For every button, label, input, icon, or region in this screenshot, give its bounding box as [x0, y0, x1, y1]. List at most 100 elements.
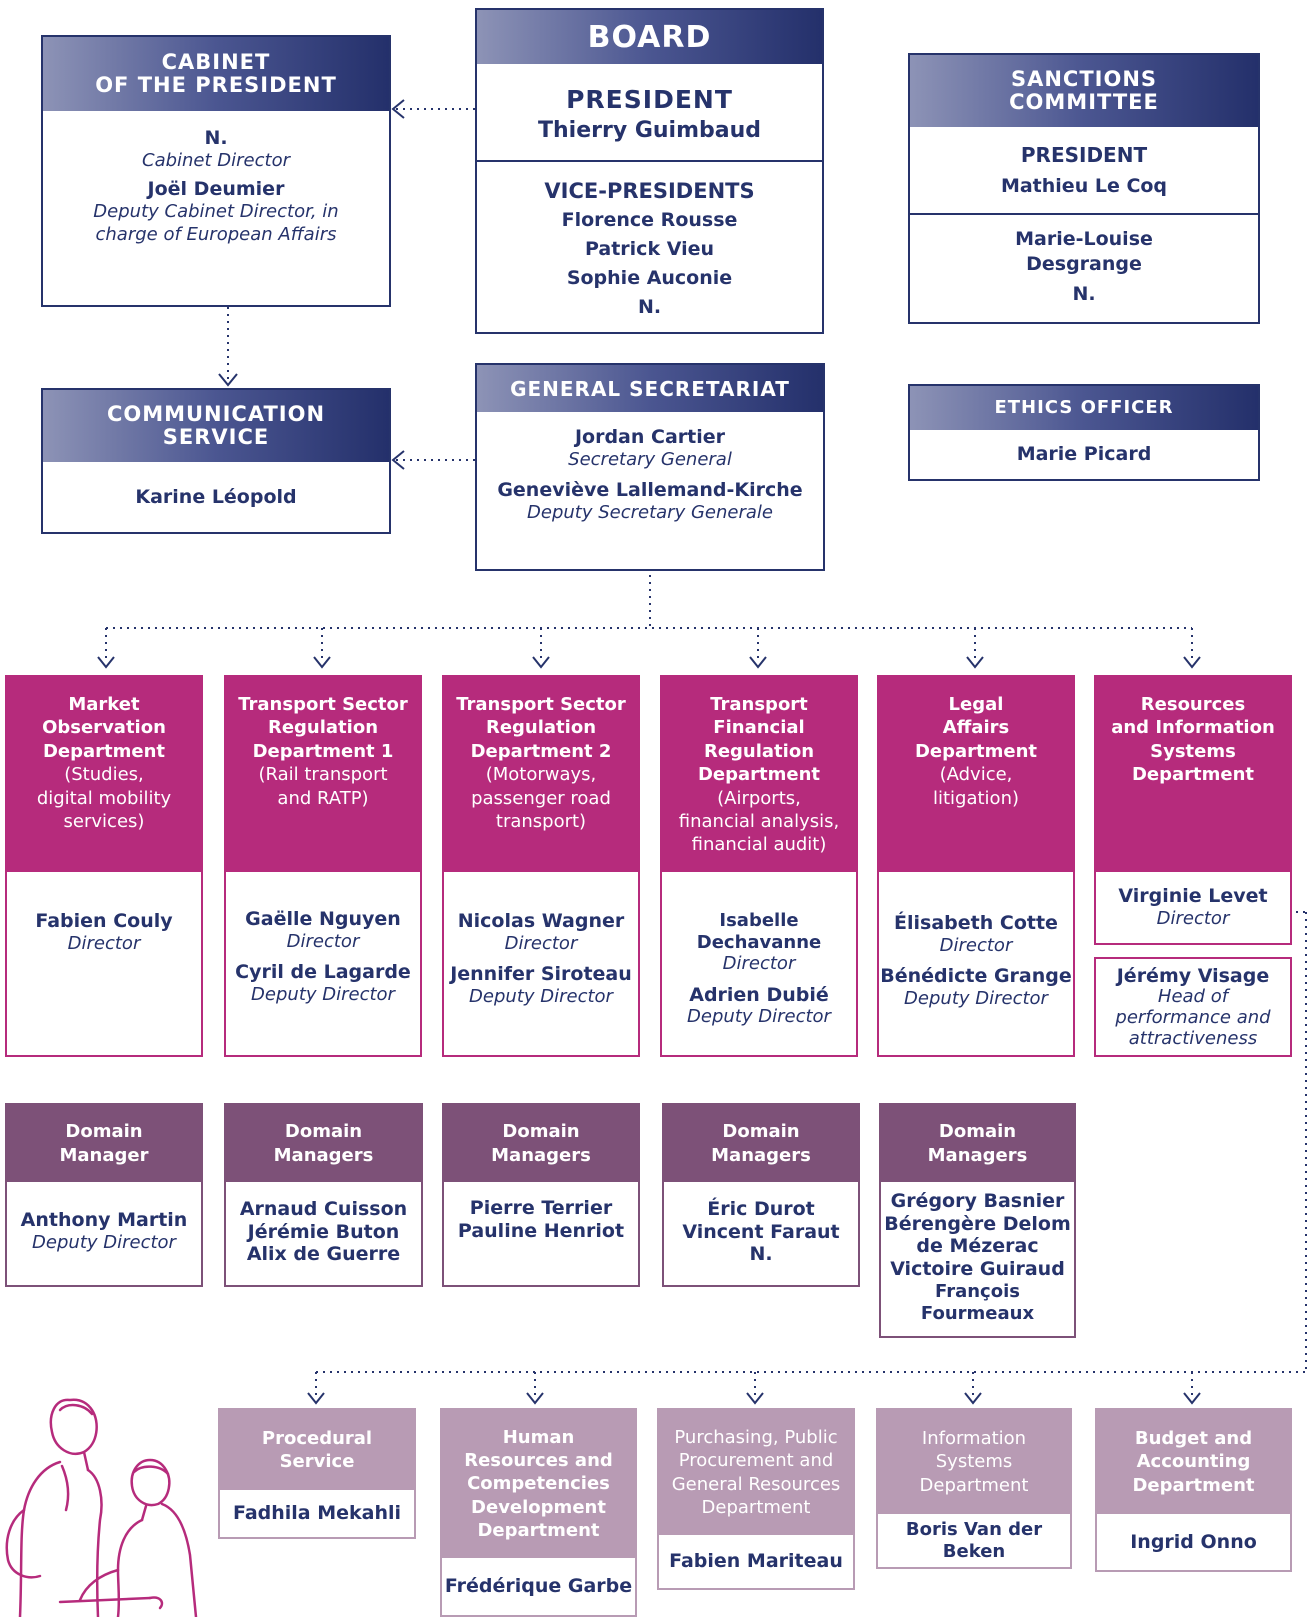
- domain-manager-name: Bérengère Delom: [884, 1212, 1071, 1235]
- department-box-market-observation: Market Observation Department (Studies, …: [5, 675, 203, 1057]
- department-body: Isabelle Dechavanne Director Adrien Dubi…: [662, 872, 856, 1029]
- service-body: Ingrid Onno: [1097, 1514, 1290, 1570]
- department-body: Nicolas Wagner Director Jennifer Sirotea…: [444, 872, 638, 1009]
- cabinet-member2-role-line1: Deputy Cabinet Director, in: [93, 201, 339, 223]
- sanctions-president-label: PRESIDENT: [1020, 142, 1148, 167]
- sanctions-member2: N.: [1072, 283, 1096, 306]
- department-title-line: Financial: [713, 717, 805, 739]
- department-subtitle-line: (Rail transport: [258, 764, 388, 786]
- department-title-line: Transport Sector: [456, 694, 626, 715]
- ethics-body: Marie Picard: [910, 430, 1258, 479]
- service-title-line: Accounting: [1136, 1451, 1251, 1473]
- board-president-label: PRESIDENT: [566, 85, 733, 114]
- board-president-section: PRESIDENT Thierry Guimbaud: [477, 64, 822, 162]
- general-secretariat-box: GENERAL SECRETARIAT Jordan Cartier Secre…: [475, 363, 825, 571]
- domain-manager-title-line: Domain: [65, 1121, 143, 1143]
- communication-header: COMMUNICATION SERVICE: [43, 390, 389, 462]
- department-subtitle-line: and RATP): [277, 787, 369, 809]
- department-person-name: Jennifer Siroteau: [450, 963, 632, 986]
- service-title-line: Department: [919, 1474, 1029, 1496]
- service-title-line: Procedural: [261, 1427, 373, 1449]
- sanctions-header: SANCTIONS COMMITTEE: [910, 55, 1258, 127]
- domain-manager-box: Domain Manager Anthony Martin Deputy Dir…: [5, 1103, 203, 1287]
- domain-manager-name: Éric Durot: [707, 1197, 815, 1220]
- sanctions-title-line2: COMMITTEE: [1009, 90, 1159, 114]
- department-title-line: Legal: [948, 694, 1004, 715]
- department-body: Élisabeth Cotte Director Bénédicte Grang…: [879, 872, 1073, 1011]
- service-title-line: Information: [921, 1427, 1027, 1449]
- board-header: BOARD: [477, 10, 822, 64]
- department-person-role: Deputy Director: [469, 986, 613, 1008]
- department-box-transport-sector-1: Transport Sector Regulation Department 1…: [224, 675, 422, 1057]
- service-title-line: General Resources: [671, 1473, 841, 1495]
- ethics-title: ETHICS OFFICER: [994, 397, 1174, 419]
- domain-manager-header: Domain Managers: [881, 1105, 1074, 1182]
- department-title-line: Transport Sector: [238, 694, 408, 715]
- department-person-role: Director: [1156, 907, 1230, 929]
- domain-manager-body: Grégory Basnier Bérengère Delom de Mézer…: [881, 1182, 1074, 1332]
- department-title-line: Department: [697, 764, 821, 786]
- department-subtitle-line: (Studies,: [64, 764, 144, 786]
- department-person-name: Nicolas Wagner: [457, 910, 625, 932]
- ethics-name: Marie Picard: [1016, 443, 1152, 466]
- department-box-legal-affairs: Legal Affairs Department (Advice, litiga…: [877, 675, 1075, 1057]
- domain-manager-header: Domain Managers: [664, 1105, 858, 1182]
- department-title-line: Transport: [710, 694, 808, 715]
- domain-manager-body: Arnaud Cuisson Jérémie Buton Alix de Gue…: [226, 1182, 421, 1282]
- resources-extra-role-line: performance and: [1115, 1007, 1271, 1029]
- department-title-line: Regulation: [267, 717, 379, 739]
- department-subtitle-line: (Motorways,: [485, 764, 597, 786]
- resources-extra-role-line: attractiveness: [1128, 1027, 1258, 1049]
- sanctions-member1-line1: Marie-Louise: [1015, 227, 1153, 250]
- domain-manager-box: Domain Managers Pierre Terrier Pauline H…: [442, 1103, 640, 1287]
- communication-box: COMMUNICATION SERVICE Karine Léopold: [41, 388, 391, 534]
- service-body: Boris Van der Beken: [878, 1514, 1070, 1567]
- resources-extra-box: Jérémy Visage Head of performance and at…: [1094, 957, 1292, 1057]
- department-subtitle-line: passenger road: [471, 787, 611, 809]
- domain-manager-title-line: Managers: [927, 1144, 1028, 1166]
- department-body: Fabien Couly Director: [7, 872, 201, 955]
- domain-manager-name: N.: [749, 1243, 773, 1266]
- department-person-name: Élisabeth Cotte: [894, 912, 1058, 934]
- sanctions-title-line1: SANCTIONS: [1010, 66, 1158, 91]
- domain-manager-body: Pierre Terrier Pauline Henriot: [444, 1182, 638, 1258]
- ethics-header: ETHICS OFFICER: [910, 386, 1258, 430]
- department-person-role: Deputy Director: [904, 988, 1048, 1010]
- service-header: Information Systems Department: [878, 1410, 1070, 1514]
- board-title: BOARD: [587, 19, 712, 55]
- board-president-name: Thierry Guimbaud: [537, 118, 762, 143]
- domain-manager-title-line: Manager: [59, 1144, 149, 1166]
- department-subtitle-line: services): [63, 810, 145, 832]
- domain-manager-name: Vincent Faraut: [682, 1220, 840, 1243]
- department-title-line: Affairs: [942, 717, 1010, 739]
- department-box-transport-financial: Transport Financial Regulation Departmen…: [660, 675, 858, 1057]
- domain-manager-name: François Fourmeaux: [920, 1281, 1035, 1324]
- department-person-role: Director: [67, 932, 141, 954]
- cabinet-member2-role-line2: charge of European Affairs: [95, 223, 337, 245]
- domain-manager-title-line: Managers: [711, 1144, 811, 1166]
- department-box-resources-is: Resources and Information Systems Depart…: [1094, 675, 1292, 945]
- department-subtitle-line: financial analysis,: [678, 810, 840, 832]
- department-title-line: Systems: [1150, 740, 1236, 762]
- domain-manager-name: Anthony Martin: [20, 1209, 188, 1232]
- domain-manager-header: Domain Managers: [444, 1105, 638, 1182]
- board-vp: Patrick Vieu: [584, 238, 714, 261]
- department-title-line: Regulation: [485, 717, 597, 739]
- domain-manager-body: Éric Durot Vincent Faraut N.: [664, 1182, 858, 1282]
- domain-manager-box: Domain Managers Éric Durot Vincent Farau…: [662, 1103, 860, 1287]
- service-person-name: Fabien Mariteau: [669, 1550, 843, 1573]
- domain-manager-name: Jérémie Buton: [247, 1220, 400, 1243]
- department-subtitle-line: (Airports,: [717, 787, 801, 809]
- service-box-procedural: Procedural Service Fadhila Mekahli: [218, 1408, 416, 1539]
- service-person-name: Frédérique Garbe: [444, 1574, 633, 1597]
- domain-manager-title-line: Managers: [273, 1144, 374, 1166]
- department-person-role: Deputy Director: [687, 1006, 831, 1028]
- department-person-role: Director: [504, 932, 578, 954]
- general-secretariat-member2-name: Geneviève Lallemand-Kirche: [497, 479, 803, 502]
- department-header: Transport Sector Regulation Department 2…: [444, 677, 638, 872]
- department-header: Transport Sector Regulation Department 1…: [226, 677, 420, 872]
- cabinet-title-line2: OF THE PRESIDENT: [95, 73, 337, 97]
- cabinet-member1-name: N.: [204, 127, 228, 149]
- board-vp: Florence Rousse: [561, 209, 738, 232]
